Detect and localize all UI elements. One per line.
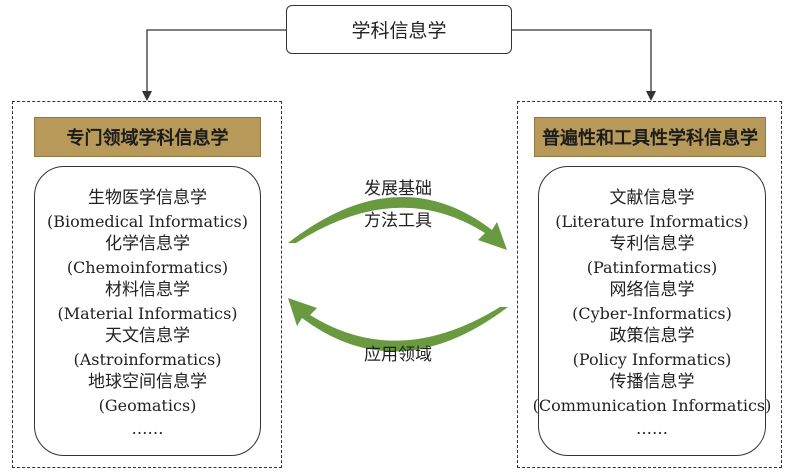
connector-left bbox=[142, 29, 286, 101]
list-item-cn: 专利信息学 bbox=[609, 234, 695, 254]
list-item-cn: 网络信息学 bbox=[609, 280, 695, 300]
list-item-en: (Geomatics) bbox=[98, 396, 197, 415]
list-item-cn: 文献信息学 bbox=[609, 188, 695, 208]
root-topic-box: 学科信息学 bbox=[286, 5, 512, 54]
list-item-en: (Literature Informatics) bbox=[555, 212, 749, 231]
left-domain-list: 生物医学信息学 (Biomedical Informatics) 化学信息学 (… bbox=[34, 166, 261, 456]
list-item-en: (Chemoinformatics) bbox=[66, 258, 229, 277]
left-panel bbox=[12, 101, 282, 468]
top-arrow-label-1: 发展基础 bbox=[364, 179, 432, 199]
right-panel bbox=[517, 101, 782, 468]
list-ellipsis: …… bbox=[131, 419, 164, 438]
list-item-en: (Patinformatics) bbox=[586, 258, 718, 277]
list-item-cn: 材料信息学 bbox=[105, 280, 190, 300]
left-header-label: 专门领域学科信息学 bbox=[66, 128, 229, 149]
list-item-cn: 化学信息学 bbox=[105, 234, 190, 254]
top-arrow-label-2: 方法工具 bbox=[364, 211, 432, 231]
list-item-en: (Material Informatics) bbox=[57, 304, 238, 323]
right-domain-list: 文献信息学 (Literature Informatics) 专利信息学 (Pa… bbox=[533, 166, 771, 456]
left-header: 专门领域学科信息学 bbox=[34, 117, 261, 157]
root-topic-label: 学科信息学 bbox=[351, 20, 447, 42]
list-item-cn: 地球空间信息学 bbox=[88, 372, 207, 392]
right-header: 普遍性和工具性学科信息学 bbox=[534, 117, 766, 157]
list-item-cn: 生物医学信息学 bbox=[88, 188, 207, 208]
list-item-cn: 政策信息学 bbox=[609, 326, 695, 346]
list-item-en: (Biomedical Informatics) bbox=[47, 212, 248, 231]
connector-right bbox=[512, 29, 656, 101]
bottom-arrow-label: 应用领域 bbox=[364, 345, 432, 365]
list-item-en: (Cyber-Informatics) bbox=[572, 304, 732, 323]
list-item-cn: 传播信息学 bbox=[609, 372, 695, 392]
list-ellipsis: …… bbox=[636, 419, 668, 438]
list-item-en: (Communication Informatics) bbox=[532, 396, 772, 415]
list-item-en: (Astroinformatics) bbox=[73, 350, 222, 369]
right-header-label: 普遍性和工具性学科信息学 bbox=[542, 128, 758, 149]
list-item-en: (Policy Informatics) bbox=[572, 350, 732, 369]
list-item-cn: 天文信息学 bbox=[105, 326, 190, 346]
